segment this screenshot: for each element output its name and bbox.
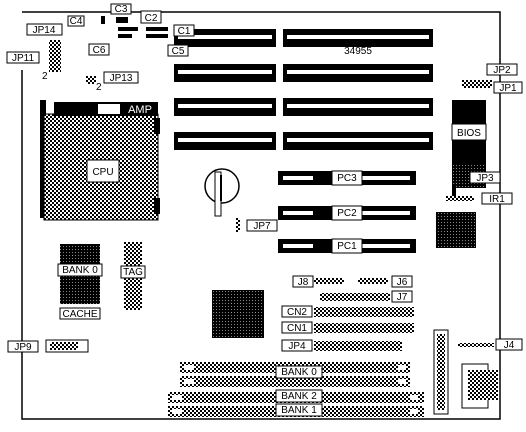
jp11-pin-mark: 2 [42,71,48,82]
jp1-label: JP1 [499,83,517,94]
cache-label: CACHE [62,309,97,320]
cpu-label: CPU [92,167,113,178]
jp11-label: JP11 [12,53,34,64]
jp7-label: JP7 [253,221,271,232]
jp4-label: JP4 [288,341,306,352]
jp14-label: JP14 [33,25,56,36]
simm-bank2-label: BANK 2 [281,391,317,402]
j4-label: J4 [504,340,515,351]
board-number: 34955 [344,46,372,57]
jp2-label: JP2 [493,65,511,76]
top-components: C4 C3 C2 C1 C6 C5 JP14 JP11 2 2 JP13 [6,3,195,93]
j8-label: J8 [298,277,309,288]
bios-label: BIOS [457,128,481,139]
battery [204,168,240,217]
jp9-label: JP9 [14,342,32,353]
ir1-label: IR1 [489,194,505,205]
tag-label: TAG [123,267,143,278]
cap-c5-label: C5 [172,46,185,57]
j7-label: J7 [397,292,408,303]
j6-label: J6 [397,277,408,288]
pc1-label: PC1 [337,241,357,252]
pc2-label: PC2 [337,208,357,219]
isa-slots [174,29,433,150]
cn1-label: CN1 [287,323,307,334]
jp13-pin-mark: 2 [96,82,102,93]
board-outline [21,11,501,420]
cpu-socket: AMP CPU [40,100,160,221]
cache-area: BANK 0 CACHE TAG [57,242,146,320]
simm-bank0-label: BANK 0 [281,367,317,378]
io-connectors: J8 J6 J7 CN2 CN1 JP4 [281,275,414,352]
amp-brand: AMP [128,104,152,116]
chipset-chip [212,290,264,338]
cap-c2-label: C2 [145,13,158,24]
power-area: J4 [433,329,523,415]
cn2-label: CN2 [287,307,307,318]
cap-c6-label: C6 [93,45,106,56]
cap-c1-label: C1 [178,26,191,37]
jp13-label: JP13 [110,73,133,84]
cache-bank0-label: BANK 0 [62,265,98,276]
simm-bank1-label: BANK 1 [281,405,317,416]
cap-c3-label: C3 [115,4,128,15]
cap-c4-label: C4 [70,16,83,27]
right-components: JP2 JP1 BIOS JP3 IR1 [436,63,523,248]
jp3-label: JP3 [476,173,494,184]
pc3-label: PC3 [337,173,357,184]
